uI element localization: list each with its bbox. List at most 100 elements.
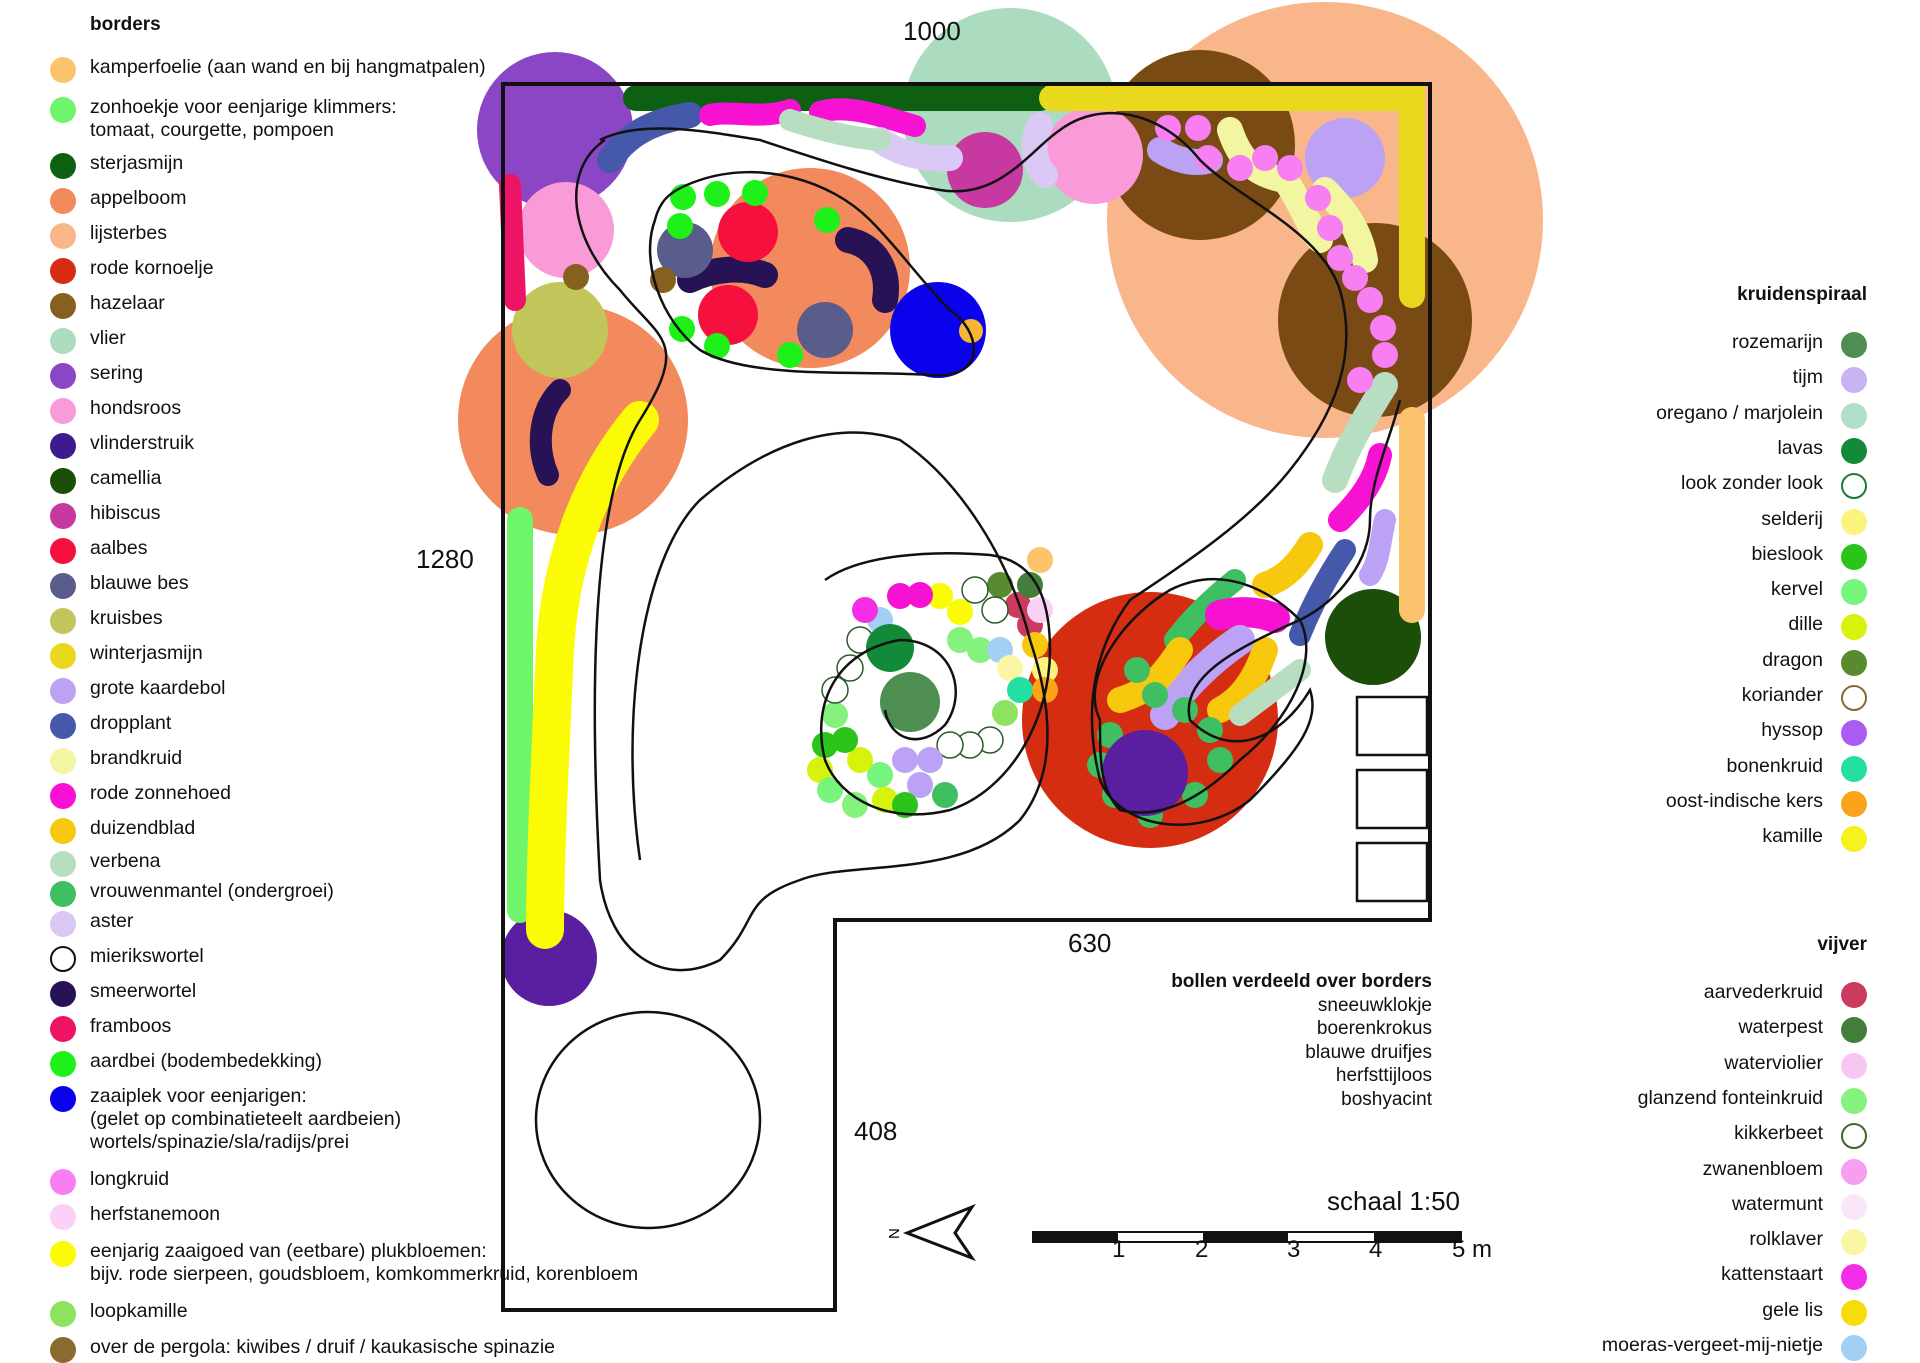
scale-seg-3: [1203, 1232, 1288, 1242]
legend-swatch: [1841, 790, 1867, 817]
plant-dot: [852, 597, 878, 623]
plant-dot: [981, 596, 1009, 624]
legend-swatch: [50, 398, 76, 424]
plant-dot: [917, 747, 943, 773]
legend-label: gele lis: [1762, 1298, 1823, 1321]
legend-swatch: [50, 538, 76, 564]
aalbes-1: [718, 202, 778, 262]
legend-swatch: [1841, 685, 1867, 711]
legend-swatch: [50, 1051, 76, 1077]
kruidenspiraal-legend-item: bieslook: [1751, 543, 1867, 570]
scale-tick-4: 4: [1369, 1236, 1383, 1263]
dimension-left: 1280: [416, 544, 474, 574]
legend-label: waterviolier: [1724, 1051, 1823, 1074]
bulb-item: boshyacint: [1341, 1088, 1432, 1110]
plant-dot: [1007, 677, 1033, 703]
hondsroos-shrub-left: [518, 182, 614, 278]
plant-dot: [832, 727, 858, 753]
legend-label: dragon: [1762, 648, 1823, 671]
plukbloemen-strip: [526, 401, 659, 949]
plant-dot: [669, 316, 695, 342]
legend-label: framboos: [90, 1015, 172, 1037]
plant-dot: [814, 207, 840, 233]
zaaiplek-circle: [890, 282, 986, 378]
scale-bar: [1032, 1231, 1462, 1243]
plant-dot: [947, 627, 973, 653]
legend-swatch: [1841, 367, 1867, 394]
legend-label: duizendblad: [90, 817, 196, 839]
kruidenspiraal-legend-title: kruidenspiraal: [1737, 284, 1867, 305]
legend-swatch: [1841, 1087, 1867, 1114]
legend-swatch: [1841, 579, 1867, 606]
grote-kaardebol-mid: [1150, 625, 1255, 730]
legend-label: verbena: [90, 850, 161, 872]
kruidenspiraal-legend-item: koriander: [1741, 684, 1867, 711]
verbena-strip-top: [779, 109, 891, 151]
legend-swatch: [1841, 1335, 1867, 1361]
winterjasmijn-strip: [1039, 85, 1425, 308]
plant-dot: [967, 637, 993, 663]
legend-swatch: [50, 293, 76, 319]
plant-dot: [1347, 367, 1373, 393]
legend-swatch: [1841, 755, 1867, 782]
rode-zonnehoed-top1: [699, 99, 801, 126]
storage-boxes: [1355, 695, 1429, 903]
hazelaar-small-left: [563, 264, 589, 290]
legend-swatch: [50, 818, 76, 844]
legend-label: koriander: [1741, 684, 1823, 706]
vijver-legend-item: gele lis: [1762, 1298, 1867, 1326]
vijver-legend-item: moeras-vergeet-mij-nietje: [1602, 1334, 1867, 1361]
herb-bed-outline: [1093, 578, 1308, 814]
legend-swatch: [1841, 543, 1867, 570]
storage-box-3: [1355, 841, 1429, 903]
legend-label: grote kaardebol: [90, 677, 226, 699]
kruidenspiraal-legend-item: kervel: [1771, 578, 1867, 606]
legend-label: kikkerbeet: [1734, 1122, 1823, 1145]
legend-swatch: [1841, 720, 1867, 747]
legend-swatch: [50, 503, 76, 529]
plant-dot: [887, 583, 913, 609]
plant-dot: [927, 583, 953, 609]
legend-label: dropplant: [90, 712, 172, 734]
legend-swatch: [1841, 1193, 1867, 1220]
legend-label: aardbei (bodembedekking): [90, 1050, 322, 1072]
smeerwortel-top2: [835, 227, 899, 313]
legend-swatch: [50, 643, 76, 669]
duizendblad-right: [1252, 532, 1323, 598]
dimension-inner-bottom: 630: [1068, 928, 1112, 958]
scale-tick-2: 2: [1195, 1236, 1209, 1263]
legend-label: winterjasmijn: [90, 642, 203, 664]
hondsroos-shrub-top: [1045, 106, 1143, 204]
legend-label: loopkamille: [90, 1300, 188, 1322]
vijver-legend-item: waterpest: [1738, 1016, 1867, 1044]
legend-label: glanzend fonteinkruid: [1637, 1086, 1823, 1109]
plant-dot: [1305, 185, 1331, 211]
legend-swatch: [1841, 473, 1867, 500]
plant-dot: [1327, 245, 1353, 271]
legend-label: bonenkruid: [1726, 754, 1824, 777]
orchard-bed: [563, 202, 853, 358]
plant-dot: [947, 599, 973, 625]
plant-dot: [961, 576, 989, 604]
legend-label: zwanenbloem: [1702, 1157, 1823, 1180]
legend-label: lavas: [1777, 436, 1823, 459]
legend-label: watermunt: [1731, 1192, 1823, 1215]
plant-dot: [1252, 145, 1278, 171]
legend-label: vlier: [90, 327, 126, 349]
legend-label: oost-indische kers: [1665, 789, 1823, 812]
vijver-legend-title: vijver: [1817, 934, 1867, 955]
plant-dot: [667, 213, 693, 239]
legend-label: vlinderstruik: [90, 432, 195, 454]
wall-strips: [499, 85, 1425, 949]
plant-dot: [907, 772, 933, 798]
smeerwortel-left: [529, 379, 571, 486]
legend-swatch: [50, 678, 76, 704]
compass-arrow: N: [886, 1203, 976, 1262]
legend-swatch: [1841, 402, 1867, 429]
vijver-legend-item: aarvederkruid: [1704, 981, 1867, 1008]
duizendblad-mid2: [1207, 637, 1278, 723]
legend-swatch: [50, 851, 76, 877]
legend-label: blauwe bes: [90, 572, 189, 594]
plant-dot: [704, 181, 730, 207]
scale-seg-5: [1374, 1232, 1461, 1242]
